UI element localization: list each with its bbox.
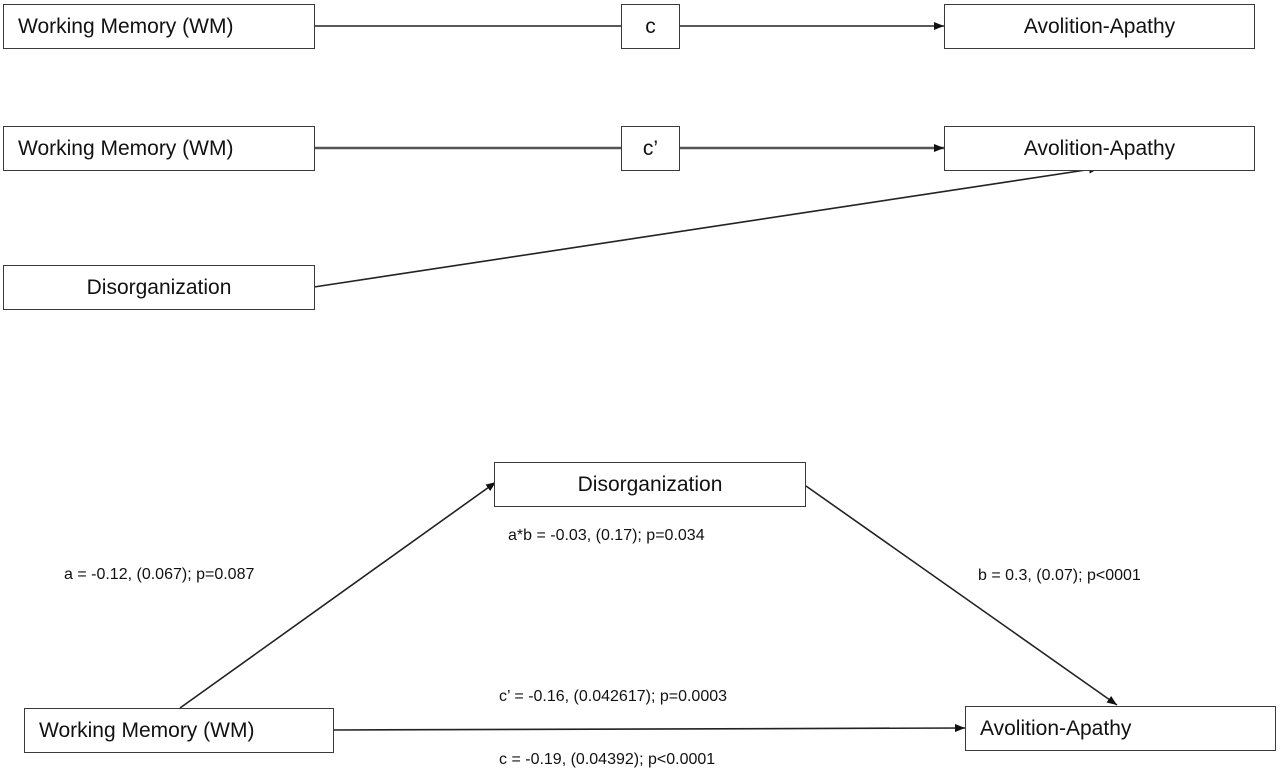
b-path-coefficient: b = 0.3, (0.07); p<0001: [978, 567, 1141, 584]
mediation-mediator-label: Disorganization: [577, 472, 723, 496]
panel-c-prime-predictor-label: Working Memory (WM): [18, 136, 234, 160]
panel-c-path-label: c: [645, 14, 656, 38]
c-prime-path-coefficient: c’ = -0.16, (0.042617); p=0.0003: [499, 688, 728, 705]
panel-c-prime-predictor-box: Working Memory (WM): [3, 126, 315, 171]
direct-path-arrow: [332, 724, 966, 733]
mediation-predictor-box: Working Memory (WM): [24, 708, 334, 753]
a-path-coefficient: a = -0.12, (0.067); p=0.087: [64, 566, 255, 583]
mediation-outcome-box: Avolition-Apathy: [965, 706, 1276, 751]
a-path-arrow: [179, 481, 497, 709]
panel-c-prime-mediator-box: Disorganization: [3, 265, 315, 310]
panel-c-predictor-box: Working Memory (WM): [3, 4, 315, 49]
mediation-mediator-box: Disorganization: [494, 462, 806, 507]
panel-c-prime-outcome-box: Avolition-Apathy: [944, 126, 1255, 171]
panel-c-predictor-label: Working Memory (WM): [18, 14, 234, 38]
panel-c-path-box: c: [621, 4, 680, 49]
panel-c-outcome-box: Avolition-Apathy: [944, 4, 1255, 49]
b-path-arrow: [805, 485, 1118, 706]
indirect-effect-coefficient: a*b = -0.03, (0.17); p=0.034: [508, 527, 705, 544]
mediation-outcome-label: Avolition-Apathy: [980, 716, 1132, 740]
disorganization-to-avolition-arrow: [313, 165, 1100, 288]
panel-c-outcome-label: Avolition-Apathy: [1023, 14, 1176, 38]
c-path-coefficient: c = -0.19, (0.04392); p<0.0001: [499, 751, 716, 768]
mediation-predictor-label: Working Memory (WM): [39, 718, 255, 742]
panel-c-prime-path-label: c’: [642, 136, 659, 160]
panel-c-prime-path-box: c’: [621, 126, 680, 171]
panel-c-prime-mediator-label: Disorganization: [86, 275, 232, 299]
panel-c-prime-outcome-label: Avolition-Apathy: [1023, 136, 1176, 160]
